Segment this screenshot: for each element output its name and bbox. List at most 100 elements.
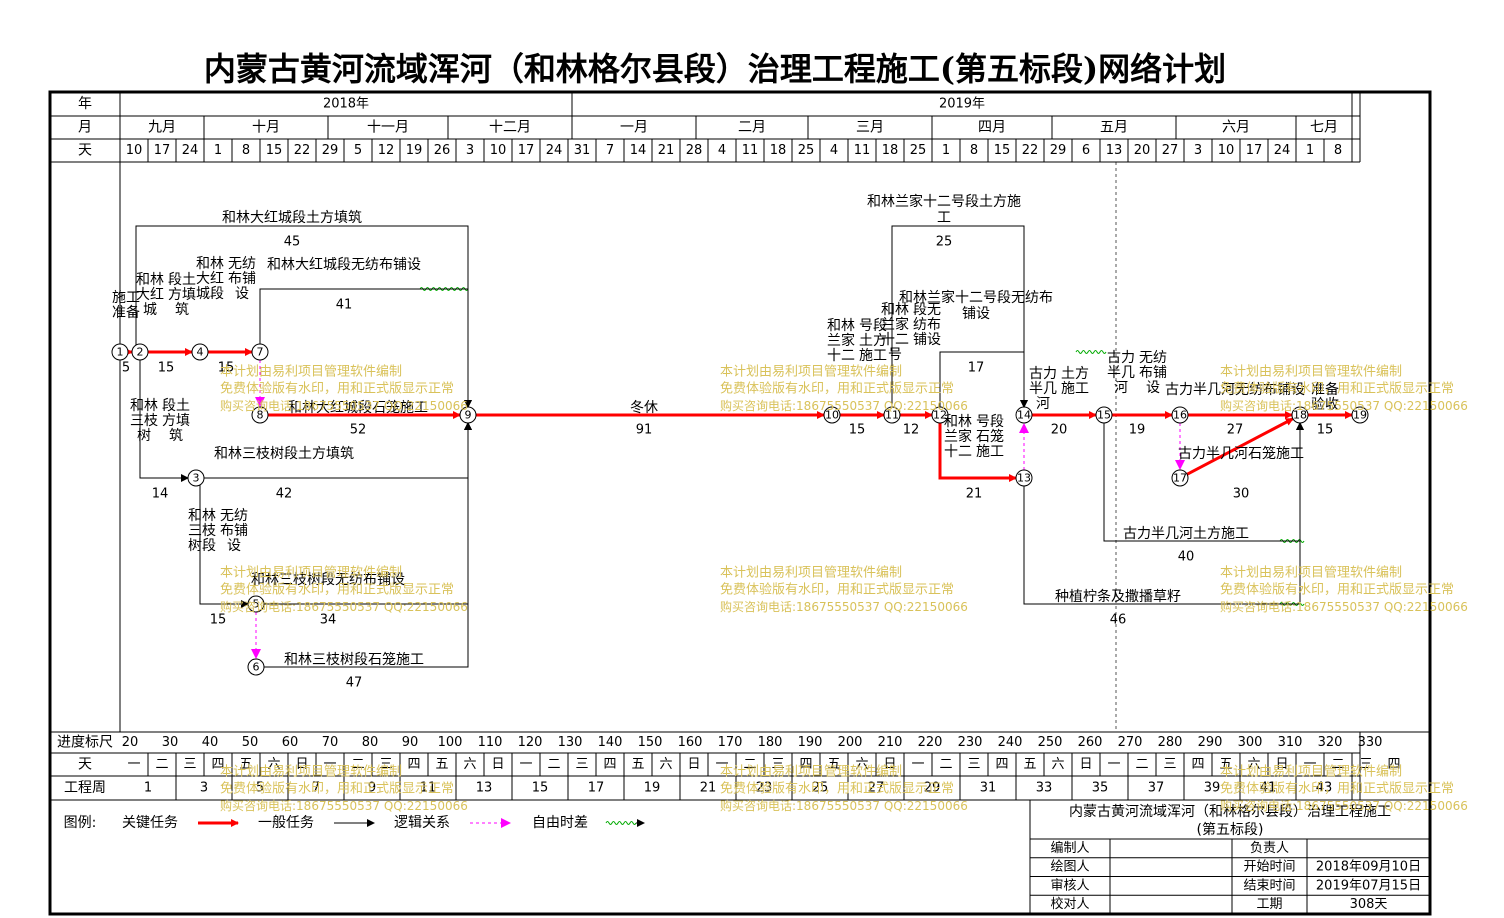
task-name: 布铺 <box>228 271 256 287</box>
event-node-label: 3 <box>193 472 200 485</box>
info-box-subtitle: (第五标段) <box>1197 821 1264 838</box>
task-name: 土方 <box>1061 366 1089 382</box>
watermark-text: 购买咨询电话:18675550537 QQ:22150066 <box>720 398 968 413</box>
task-duration: 52 <box>350 423 367 438</box>
event-node-circle <box>191 343 209 361</box>
weekday-cell: 日 <box>295 757 308 772</box>
task-name: 三枝 <box>188 523 216 539</box>
task-name: 无纺 <box>228 256 256 272</box>
day-label: 15 <box>266 143 283 158</box>
day-label: 18 <box>770 143 787 158</box>
watermark-text: 本计划由易利项目管理软件编制 <box>220 365 402 380</box>
watermark-text: 购买咨询电话:18675550537 QQ:22150066 <box>1220 798 1468 813</box>
ruler-tick: 20 <box>122 735 139 750</box>
ruler-tick: 40 <box>202 735 219 750</box>
event-node-label: 12 <box>933 409 947 422</box>
year-label: 2019年 <box>939 97 985 112</box>
day-label: 18 <box>882 143 899 158</box>
weekday-cell: 四 <box>603 757 616 772</box>
task-name: 段土 <box>168 272 196 288</box>
week-cell: 17 <box>588 781 605 796</box>
watermark-text: 免费体验版有水印，用和正式版显示正常 <box>1220 781 1454 797</box>
task-name: 大红 <box>196 271 224 287</box>
day-label: 8 <box>970 143 978 158</box>
watermark-text: 本计划由易利项目管理软件编制 <box>1220 566 1402 581</box>
ruler-tick: 160 <box>678 735 703 750</box>
weekday-cell: 一 <box>1107 757 1120 772</box>
event-node-circle <box>1171 406 1189 424</box>
week-cell: 33 <box>1036 781 1053 796</box>
info-cell-label: 开始时间 <box>1243 860 1295 875</box>
day-label: 17 <box>518 143 535 158</box>
task-name: 种植柠条及撒播草籽 <box>1055 588 1181 605</box>
task-duration: 15 <box>210 613 227 628</box>
info-cell-label: 绘图人 <box>1050 860 1089 875</box>
day-label: 21 <box>658 143 675 158</box>
watermark-text: 免费体验版有水印，用和正式版显示正常 <box>220 781 454 797</box>
weekday-cell: 五 <box>239 757 252 772</box>
week-cell: 3 <box>200 781 208 796</box>
critical-task-line <box>1186 417 1294 476</box>
task-duration: 15 <box>158 361 175 376</box>
weekday-cell: 三 <box>183 757 196 772</box>
task-name: 和林三枝树段无纺布铺设 <box>251 572 405 588</box>
task-duration: 41 <box>336 298 353 313</box>
event-node-label: 14 <box>1017 409 1031 422</box>
watermark-text: 购买咨询电话:18675550537 QQ:22150066 <box>1220 398 1468 413</box>
task-name: 设 <box>1146 380 1160 396</box>
normal-task-line <box>1023 422 1304 605</box>
day-label: 5 <box>354 143 362 158</box>
day-label: 1 <box>214 143 222 158</box>
task-name: 段无 <box>913 302 941 318</box>
week-cell: 35 <box>1092 781 1109 796</box>
event-node-circle <box>1015 469 1033 487</box>
ruler-tick: 50 <box>242 735 259 750</box>
day-label: 1 <box>942 143 950 158</box>
day-label: 17 <box>1246 143 1263 158</box>
task-name: 无纺 <box>220 508 248 524</box>
day-label: 10 <box>126 143 143 158</box>
weekday-cell: 三 <box>1163 757 1176 772</box>
watermark-text: 免费体验版有水印，用和正式版显示正常 <box>220 381 454 397</box>
task-name: 方填 <box>168 287 196 303</box>
day-label: 7 <box>606 143 614 158</box>
ruler-tick: 100 <box>438 735 463 750</box>
watermark-text: 免费体验版有水印，用和正式版显示正常 <box>1220 582 1454 598</box>
watermark-text: 购买咨询电话:18675550537 QQ:22150066 <box>220 398 468 413</box>
watermark-text: 购买咨询电话:18675550537 QQ:22150066 <box>720 798 968 813</box>
week-cell: 11 <box>420 781 437 796</box>
task-name: 城段 <box>196 286 224 302</box>
task-name: 兰家 <box>827 332 855 349</box>
normal-task-line <box>264 422 472 668</box>
ruler-label: 进度标尺 <box>57 735 113 751</box>
weekday-cell: 三 <box>771 757 784 772</box>
event-node-label: 8 <box>257 409 264 422</box>
month-label: 六月 <box>1222 120 1250 136</box>
normal-task-line <box>199 478 249 608</box>
weekday-cell: 二 <box>1135 757 1148 772</box>
task-name: 号段 <box>859 318 887 334</box>
day-label: 10 <box>490 143 507 158</box>
frame <box>48 90 1432 916</box>
weekday-cell: 二 <box>547 757 560 772</box>
weekday-cell: 四 <box>1191 757 1204 772</box>
day-label: 11 <box>742 143 759 158</box>
task-name: 半几 <box>1107 365 1135 381</box>
normal-task-line <box>891 225 1028 408</box>
task-name: 树段 <box>188 538 216 554</box>
task-name: 设 <box>227 538 241 554</box>
weekday-cell: 五 <box>435 757 448 772</box>
week-cell: 29 <box>924 781 941 796</box>
event-node-circle <box>1351 406 1369 424</box>
week-cell: 43 <box>1316 781 1333 796</box>
task-name: 方填 <box>162 413 190 429</box>
task-name: 和林 <box>136 272 164 288</box>
watermark-text: 购买咨询电话:18675550537 QQ:22150066 <box>1220 599 1468 614</box>
task-name: 十二 <box>944 444 972 460</box>
task-name: 设 <box>235 286 249 302</box>
legend-normal-label: 一般任务 <box>258 815 314 831</box>
week-cell: 25 <box>812 781 829 796</box>
day-label: 17 <box>154 143 171 158</box>
task-name: 土方 <box>859 333 887 349</box>
